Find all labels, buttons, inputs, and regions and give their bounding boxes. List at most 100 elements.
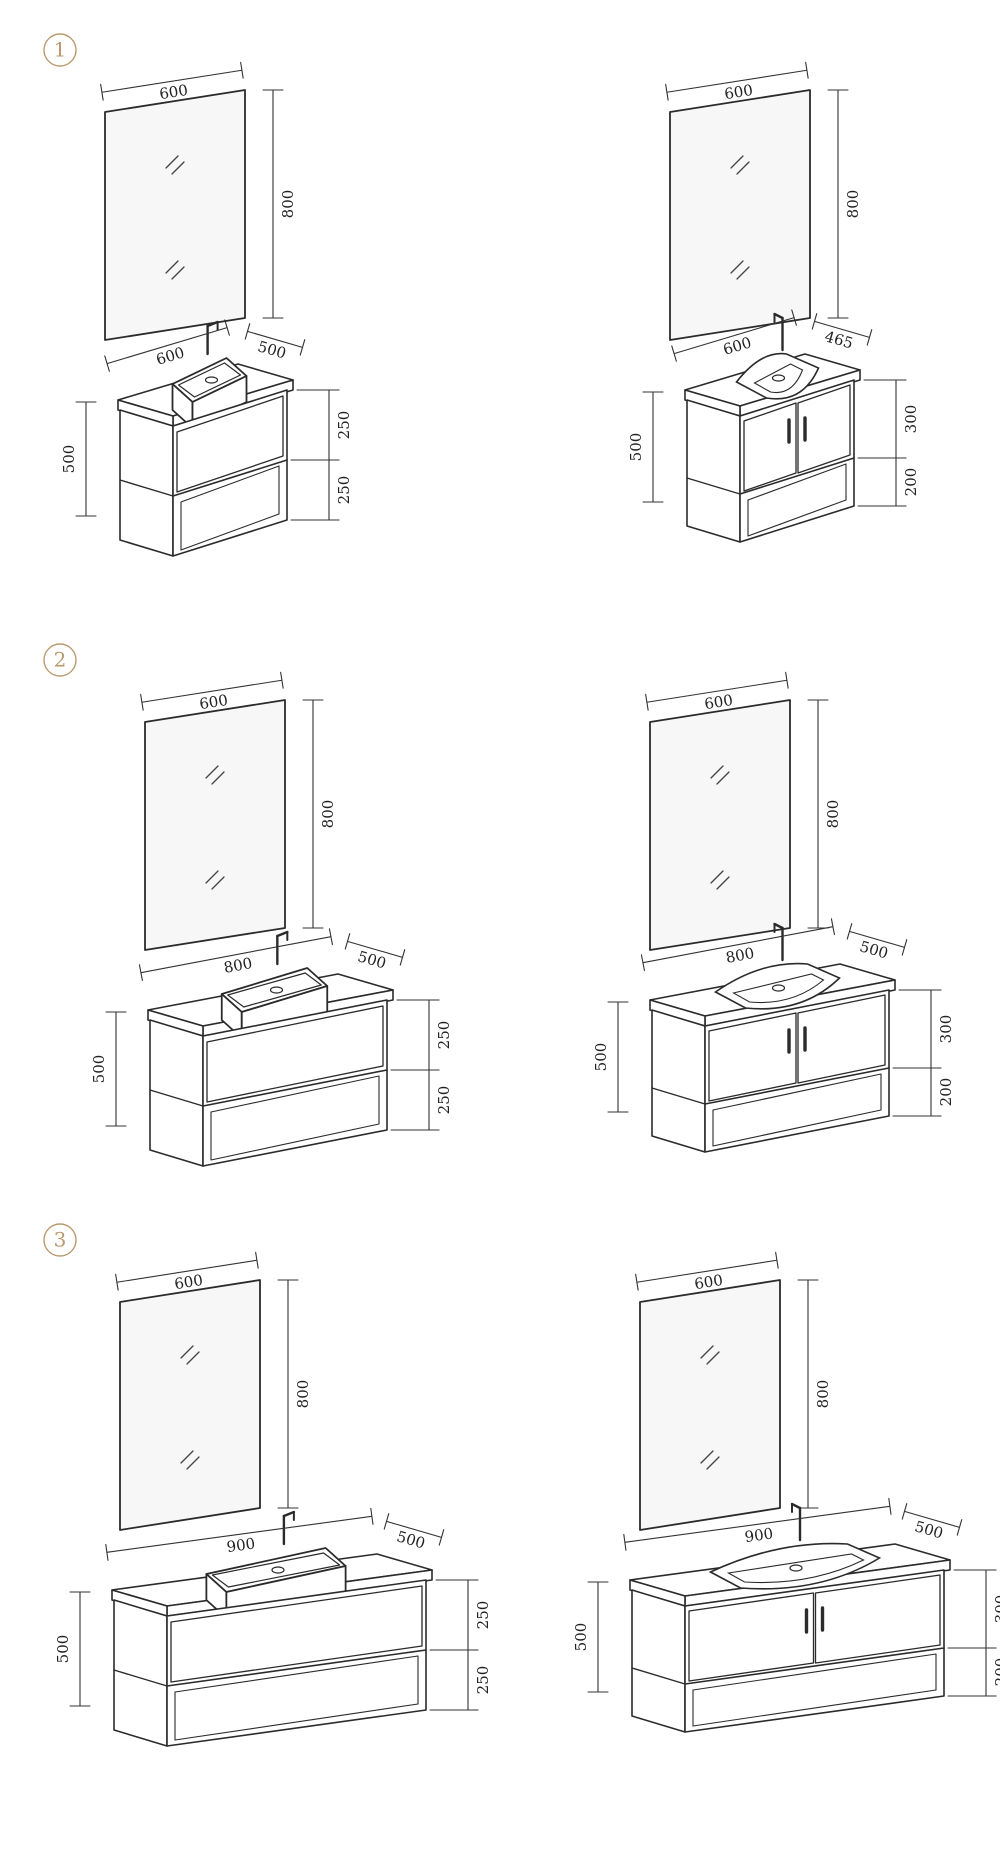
- cabinet-lower-height-dimension: 250: [318, 459, 353, 521]
- faucet-icon: [206, 320, 219, 356]
- cabinet-width-dimension: 800: [640, 918, 835, 972]
- dimension-line: [848, 930, 906, 948]
- dimension-label: 300: [937, 1015, 955, 1044]
- countertop: [629, 1502, 951, 1607]
- drain-icon: [771, 984, 786, 992]
- faucet-spout: [206, 320, 219, 328]
- cabinet-lower-height-dimension: 200: [885, 457, 920, 507]
- open-shelf-floor: [692, 1689, 937, 1727]
- option-number-badge: 1: [43, 33, 77, 67]
- shelf-divider: [166, 1649, 427, 1687]
- reflection-stroke: [165, 260, 179, 274]
- open-shelf-floor: [210, 1123, 380, 1161]
- dimension-label: 800: [814, 1380, 832, 1409]
- mirror-panel: [639, 1279, 781, 1531]
- drain-icon: [269, 986, 284, 994]
- mirror-height-dimension: 800: [277, 1279, 312, 1509]
- dimension-label: 600: [173, 1271, 204, 1293]
- dimension-label: 250: [474, 1666, 492, 1695]
- dimension-label: 600: [693, 1271, 724, 1293]
- glass-reflection-icon: [700, 1450, 720, 1470]
- glass-reflection-icon: [710, 870, 730, 890]
- dimension-label: 600: [198, 691, 229, 713]
- basin-inner: [211, 1552, 341, 1588]
- dimension-tick: [140, 693, 144, 711]
- shelf-divider: [739, 457, 855, 495]
- reflection-stroke: [180, 1345, 194, 1359]
- cabinet-width-dimension: 900: [105, 1507, 374, 1561]
- dimension-tick: [811, 313, 818, 330]
- open-shelf-floor: [747, 499, 847, 537]
- dimension-tick: [846, 923, 853, 940]
- glass-reflection-icon: [165, 260, 185, 280]
- glass-reflection-icon: [180, 1345, 200, 1365]
- glass-reflection-icon: [730, 155, 750, 175]
- dimension-tick: [866, 329, 873, 346]
- reflection-stroke: [730, 155, 744, 169]
- cabinet-body: [113, 1579, 427, 1747]
- cabinet-depth-dimension: 500: [383, 1513, 445, 1553]
- dimension-tick: [901, 939, 908, 956]
- dimension-tick: [805, 61, 809, 79]
- reflection-stroke: [700, 1450, 714, 1464]
- faucet-icon: [773, 922, 784, 962]
- dimension-line: [140, 936, 332, 974]
- cabinet-body: [631, 1569, 945, 1733]
- dimension-label: 300: [902, 405, 920, 434]
- cabinet-upper-height-dimension: 300: [885, 379, 920, 459]
- dimension-tick: [240, 61, 244, 79]
- cabinet-depth-dimension: 500: [846, 923, 908, 963]
- dimension-label: 900: [225, 1534, 256, 1556]
- mirror-height-dimension: 800: [797, 1279, 832, 1509]
- dimension-label: 500: [572, 1623, 590, 1652]
- dimension-tick: [138, 964, 143, 982]
- dimension-tick: [438, 1529, 445, 1546]
- dimension-line: [116, 1259, 258, 1283]
- door-right: [814, 1574, 941, 1664]
- cabinet-side-panel: [651, 1009, 706, 1153]
- basin-bowl: [753, 363, 804, 394]
- open-shelf-back: [747, 463, 847, 501]
- integrated-basin: [708, 1542, 882, 1590]
- side-divider: [149, 1089, 204, 1107]
- cabinet-body: [686, 379, 855, 543]
- reflection-stroke: [186, 1351, 200, 1365]
- glass-reflection-icon: [700, 1345, 720, 1365]
- dimension-line: [385, 1520, 443, 1538]
- dimension-label: 600: [703, 691, 734, 713]
- dimension-tick: [224, 319, 230, 336]
- reflection-stroke: [730, 260, 744, 274]
- cabinet-body: [119, 389, 288, 557]
- dimension-label: 500: [592, 1043, 610, 1072]
- cabinet-body: [651, 989, 890, 1153]
- mirror-width-dimension: 600: [645, 671, 789, 713]
- dimension-label: 200: [902, 468, 920, 497]
- shelf-divider: [704, 1067, 890, 1105]
- dimension-tick: [399, 949, 406, 966]
- mirror-height-dimension: 800: [302, 699, 337, 929]
- cabinet-upper-height-dimension: 250: [318, 389, 353, 461]
- dimension-label: 800: [294, 1380, 312, 1409]
- dimension-label: 600: [158, 81, 189, 103]
- mirror-panel: [144, 699, 286, 951]
- dimension-tick: [830, 918, 835, 936]
- dimension-line: [346, 940, 404, 958]
- mirror-width-dimension: 600: [635, 1251, 779, 1293]
- dimension-tick: [100, 83, 104, 101]
- badge-label: 3: [54, 1228, 67, 1252]
- dimension-line: [101, 69, 243, 93]
- mirror-width-dimension: 600: [665, 61, 809, 103]
- countertop: [649, 922, 896, 1027]
- reflection-stroke: [205, 765, 219, 779]
- open-shelf-floor: [180, 513, 280, 551]
- mirror-panel: [649, 699, 791, 951]
- dimension-tick: [115, 1273, 119, 1291]
- badge-label: 1: [54, 38, 67, 62]
- cabinet-lower-height-dimension: 200: [920, 1067, 955, 1117]
